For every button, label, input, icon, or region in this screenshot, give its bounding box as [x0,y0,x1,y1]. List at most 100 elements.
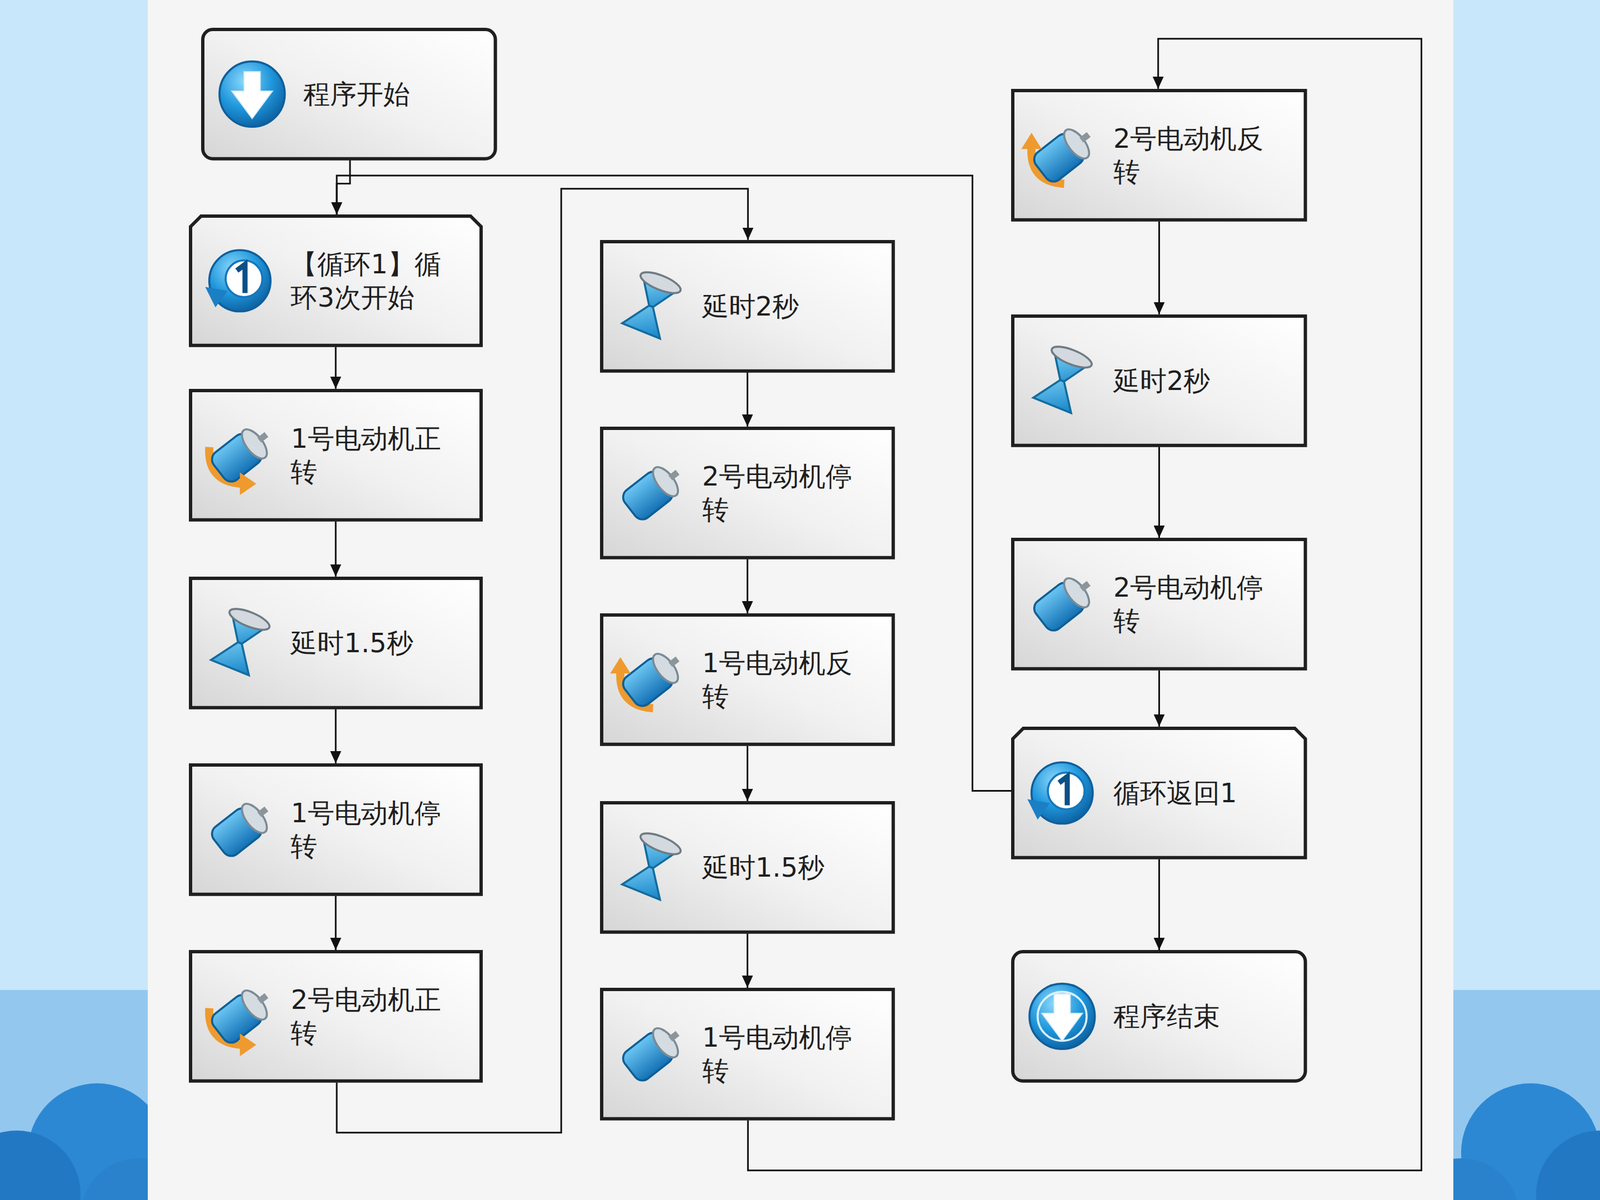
motor [208,795,278,860]
loop-outline [190,216,482,346]
node-text: 1号电动机反转 [702,646,869,713]
box-outline [600,426,895,560]
motor-forward-box: 2号电动机正转 [188,950,483,1083]
box-rect [601,802,894,933]
icon-ring [1037,991,1087,1041]
motor [1030,569,1100,634]
end-terminal: 程序结束 [1011,950,1308,1083]
flow-arrow [746,559,749,614]
text-area: 延时2秒 [702,240,869,373]
text-area: 2号电动机停转 [702,426,869,560]
motor-icon [208,795,278,860]
flow-arrow [335,521,337,577]
icon-face [225,260,263,297]
motor [619,645,689,710]
flow-arrow [336,188,748,1133]
wave-circle [80,1158,148,1200]
wave-circles [1453,1083,1600,1200]
rotation-arrow-head [1021,132,1043,149]
box-rect [190,765,482,895]
node-text: 程序结束 [1113,999,1280,1033]
loop-block: 循环返回1 [1011,726,1308,860]
motor-reverse-box: 1号电动机反转 [600,613,895,747]
terminal-icon [219,61,285,127]
node-text: 1号电动机停转 [290,796,458,863]
hourglass [621,828,683,900]
node-text: 2号电动机停转 [1113,570,1280,638]
wave-circle [1536,1130,1600,1200]
motor-shaft [257,432,269,443]
text-area: 2号电动机反转 [1113,88,1280,222]
motor-stop-box: 1号电动机停转 [188,763,483,897]
loop-block: 【循环1】循环3次开始 [188,214,483,348]
box-outline [188,950,483,1083]
node-text: 【循环1】循环3次开始 [290,247,458,314]
loop-icon [1027,762,1094,824]
rotation-arrow-head [240,1033,257,1057]
delay-box: 延时2秒 [600,240,895,373]
icon-ball [219,61,285,127]
node-text: 延时2秒 [702,289,869,323]
motor-shaft [668,1031,680,1042]
motor-shaft [668,469,680,480]
motor-shaft [668,656,680,668]
terminal-icon [1029,983,1095,1050]
node-text: 循环返回1 [1113,776,1280,810]
node-text: 延时2秒 [1113,363,1280,398]
wave-circles [0,1083,148,1200]
icon-arrow [1041,993,1083,1041]
node-text: 1号电动机停转 [702,1020,869,1088]
motor-cap [648,462,683,500]
icon-arrow [205,286,228,308]
node-text: 延时1.5秒 [702,850,869,884]
flow-arrow [747,38,1422,1171]
hourglass-bottom [622,298,670,339]
motor [619,458,689,523]
delay-box: 延时1.5秒 [188,576,483,710]
motor-forward-box: 1号电动机正转 [188,388,483,522]
motor-cap [237,799,272,837]
flow-arrow [1158,859,1160,950]
motor-stop-box: 1号电动机停转 [600,987,895,1121]
icon-digit-shape [236,264,245,293]
hourglass-cap [226,604,272,634]
hourglass-cap [1049,342,1095,372]
motor-cap [237,425,272,463]
hourglass-cap [637,267,683,298]
text-area: 延时2秒 [1113,314,1280,448]
box-rect [1012,539,1306,669]
box-rect [1012,951,1306,1082]
motor-icon [1021,120,1100,185]
flow-arrow [746,746,749,802]
box-outline [600,613,895,747]
hourglass [1032,342,1094,414]
node-text: 1号电动机正转 [290,421,458,489]
text-area: 延时1.5秒 [702,801,869,934]
wave-circle [1453,1158,1520,1200]
box-rect [190,390,482,520]
flow-arrow [746,372,749,427]
motor-cap [1059,573,1094,612]
hourglass [621,267,683,339]
text-area: 延时1.5秒 [290,576,458,710]
motor-icon [1030,569,1100,634]
flow-arrow [336,175,1012,792]
flow-arrow [335,709,337,764]
motor-icon [208,981,278,1057]
motor-cap [648,649,683,687]
box-rect [190,578,482,708]
hourglass-icon [621,828,683,900]
box-rect [1012,90,1306,220]
text-area: 【循环1】循环3次开始 [290,214,458,348]
motor-shaft [1079,581,1091,592]
node-text: 2号电动机正转 [290,982,458,1050]
text-area: 1号电动机停转 [702,987,869,1121]
flow-arrow [1158,221,1160,315]
text-area: 循环返回1 [1113,726,1280,860]
box-outline [600,987,895,1121]
motor-stop-box: 2号电动机停转 [1011,537,1308,671]
